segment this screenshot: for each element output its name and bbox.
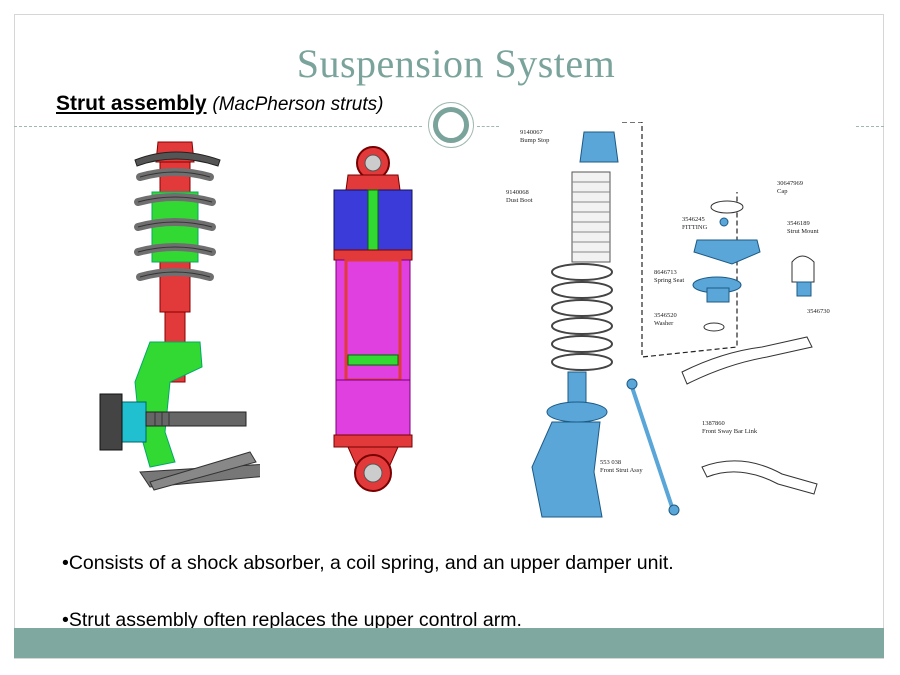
label-fitting-num: 3546245 bbox=[682, 216, 705, 223]
label-cap-num: 30647969 bbox=[777, 180, 803, 187]
ring-ornament-inner bbox=[433, 107, 469, 143]
bullet-2: •Strut assembly often replaces the upper… bbox=[62, 609, 522, 631]
divider-left bbox=[14, 126, 422, 127]
divider-right bbox=[477, 126, 499, 127]
label-bump-stop-num: 9140067 bbox=[520, 129, 544, 136]
label-part-3546730-num: 3546730 bbox=[807, 308, 830, 315]
exploded-parts-figure: 9140067 Bump Stop 9140068 Dust Boot 3064… bbox=[502, 122, 852, 527]
label-strut-mount-num: 3546189 bbox=[787, 220, 810, 227]
label-sway-link-name: Front Sway Bar Link bbox=[702, 428, 758, 435]
label-sway-link-num: 1387860 bbox=[702, 420, 725, 427]
slide-subtitle: Strut assembly (MacPherson struts) bbox=[56, 92, 383, 116]
label-bump-stop-name: Bump Stop bbox=[520, 137, 549, 144]
shock-cutaway-figure bbox=[333, 146, 413, 492]
strut-coil-figure bbox=[80, 132, 260, 502]
label-dust-boot-num: 9140068 bbox=[506, 189, 529, 196]
bullet-1: •Consists of a shock absorber, a coil sp… bbox=[62, 552, 674, 574]
label-strut-assy-name: Front Strut Assy bbox=[600, 467, 643, 474]
divider-far-right bbox=[856, 126, 884, 127]
label-washer-num: 3546520 bbox=[654, 312, 677, 319]
label-dust-boot-name: Dust Boot bbox=[506, 197, 533, 204]
label-washer-name: Washer bbox=[654, 320, 674, 327]
label-cap-name: Cap bbox=[777, 188, 787, 195]
label-strut-assy-num: 553 038 bbox=[600, 459, 621, 466]
label-fitting-name: FITTING bbox=[682, 224, 708, 231]
subtitle-main: Strut assembly bbox=[56, 92, 207, 115]
footer-bar bbox=[14, 628, 884, 658]
slide-title: Suspension System bbox=[296, 41, 616, 86]
label-spring-seat-num: 8646713 bbox=[654, 269, 677, 276]
subtitle-paren: (MacPherson struts) bbox=[212, 94, 384, 115]
label-spring-seat-name: Spring Seat bbox=[654, 277, 684, 284]
label-strut-mount-name: Strut Mount bbox=[787, 228, 819, 235]
